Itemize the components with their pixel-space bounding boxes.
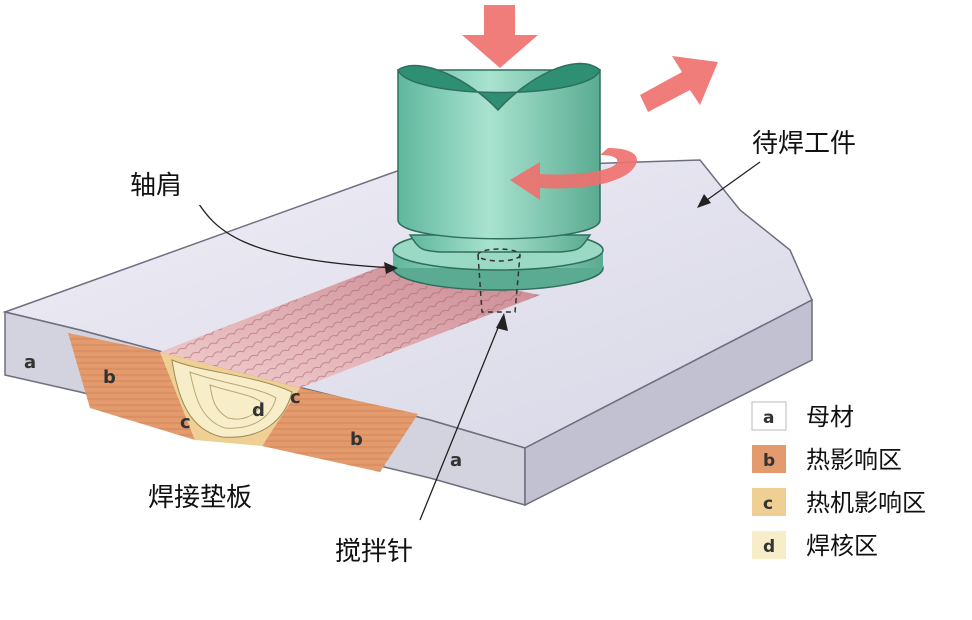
- label-bg-shoulder: [55, 155, 225, 205]
- rotation-arrow: [510, 148, 637, 200]
- tool-top: [397, 62, 601, 112]
- legend-key-d: d: [763, 537, 775, 557]
- zone-b-left-hatch: [68, 333, 195, 440]
- leader-shoulder: [194, 197, 396, 269]
- leader-workpiece: [699, 161, 761, 206]
- weld-track-ripples: [160, 265, 540, 388]
- label-pin: 搅拌针: [335, 537, 413, 567]
- zone-letter-b-right: b: [350, 429, 363, 450]
- zone-letter-d: d: [252, 400, 265, 421]
- zone-letter-a-right: a: [450, 450, 462, 471]
- zone-d-swirl: [189, 371, 277, 429]
- tool-pin-top: [477, 248, 521, 262]
- label-backing-plate: 焊接垫板: [148, 483, 252, 513]
- label-workpiece: 待焊工件: [752, 129, 856, 159]
- legend-swatch-a: [751, 401, 787, 431]
- tool-neck: [408, 234, 592, 253]
- zone-letter-c-left: c: [180, 412, 191, 433]
- workpiece-right-face: [524, 298, 813, 507]
- downforce-arrow: [462, 5, 538, 68]
- legend-text-a: 母材: [806, 403, 854, 431]
- legend-text-b: 热影响区: [806, 446, 902, 474]
- legend-key-b: b: [763, 451, 775, 471]
- travel-arrow: [640, 56, 718, 112]
- tool-body: [397, 69, 601, 240]
- zone-letter-b-left: b: [103, 367, 116, 388]
- legend-swatch-d: [752, 531, 786, 559]
- zone-letter-a-left: a: [24, 352, 36, 373]
- leader-shoulder-head: [384, 262, 398, 274]
- legend: a 母材 b 热影响区 c 热机影响区 d 焊核区: [751, 401, 926, 560]
- label-shoulder: 轴肩: [130, 171, 182, 201]
- leader-pin: [419, 317, 503, 521]
- legend-text-d: 焊核区: [806, 532, 878, 560]
- legend-key-c: c: [763, 494, 773, 514]
- tool-pin: [477, 254, 521, 313]
- zone-letter-c-right: c: [290, 387, 301, 408]
- leader-pin-head: [496, 313, 508, 331]
- legend-swatch-c: [752, 488, 786, 516]
- legend-swatch-b: [752, 445, 786, 473]
- legend-text-c: 热机影响区: [806, 489, 926, 517]
- legend-key-a: a: [763, 408, 774, 428]
- label-bg-backing: [55, 465, 315, 515]
- zone-b-right-hatch: [262, 388, 418, 472]
- leader-workpiece-head: [697, 194, 711, 208]
- zone-d-nugget: [171, 359, 293, 438]
